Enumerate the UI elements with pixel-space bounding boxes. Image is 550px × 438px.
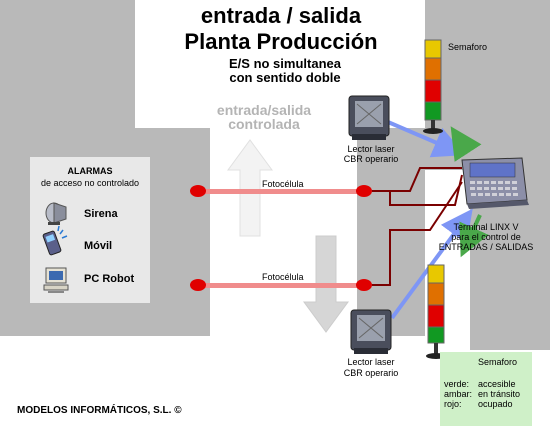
photocell-emitter-1 [190, 185, 206, 197]
flow-label-line1: entrada/salida [216, 102, 312, 118]
legend-value-red: ocupado [478, 399, 513, 409]
photocell-beam-2 [190, 279, 372, 291]
legend-value-green: accesible [478, 379, 516, 389]
pc-robot-icon [43, 267, 69, 293]
semaphore-top-label: Semaforo [448, 42, 488, 52]
flow-label-line2: controlada [228, 116, 300, 132]
photocell-label-2: Fotocélula [262, 272, 304, 282]
footer-company: MODELOS INFORMÁTICOS, S.L. © [17, 405, 182, 416]
mobile-phone-icon [42, 225, 68, 256]
legend-title: Semaforo [478, 357, 518, 367]
laser-reader-top [348, 95, 390, 140]
beam-2 [198, 283, 364, 288]
beam-1 [198, 189, 364, 194]
reader-bottom-line1: Lector laser [347, 357, 395, 367]
terminal-label-line2: para el control de [451, 232, 521, 242]
reader-top-line1: Lector laser [347, 144, 395, 154]
alarm-item-movil: Móvil [84, 240, 113, 252]
alarms-subtitle: de acceso no controlado [40, 178, 140, 188]
terminal-label-line3: ENTRADAS / SALIDAS [438, 242, 534, 252]
up-arrow [227, 139, 273, 237]
terminal-device [461, 157, 529, 209]
signal-arrow-top [450, 126, 482, 162]
reader-bottom-line2: CBR operario [343, 368, 399, 378]
legend-key-green: verde: [444, 379, 470, 389]
legend-key-amber: ambar: [444, 389, 473, 399]
cable-2 [389, 174, 463, 206]
cable-3 [372, 181, 463, 286]
laser-link-top [387, 120, 466, 158]
siren-icon [45, 202, 67, 225]
photocell-receiver-2 [356, 279, 372, 291]
photocell-receiver-1 [356, 185, 372, 197]
photocell-beam-1 [190, 185, 372, 197]
alarm-item-sirena: Sirena [84, 208, 118, 220]
semaphore-top [423, 39, 443, 134]
terminal-label-line1: Terminal LINX V [453, 222, 519, 232]
legend-value-amber: en tránsito [478, 389, 521, 399]
photocell-emitter-2 [190, 279, 206, 291]
alarms-title: ALARMAS [67, 166, 113, 176]
signal-arrow-bottom [459, 214, 489, 258]
alarm-item-pc-robot: PC Robot [84, 273, 135, 285]
page-title-line2: Planta Producción [184, 29, 378, 54]
control-cables [372, 167, 463, 286]
page-title-line1: entrada / salida [200, 3, 362, 28]
reader-top-line2: CBR operario [343, 154, 399, 164]
photocell-label-1: Fotocélula [262, 179, 304, 189]
subtitle-line1: E/S no simultanea [229, 56, 341, 71]
legend-key-red: rojo: [444, 399, 462, 409]
subtitle-line2: con sentido doble [229, 70, 341, 85]
laser-reader-bottom [350, 309, 392, 354]
semaphore-legend: Semaforo verde: accesible ambar: en trán… [440, 352, 532, 426]
semaphore-bottom [426, 264, 446, 359]
